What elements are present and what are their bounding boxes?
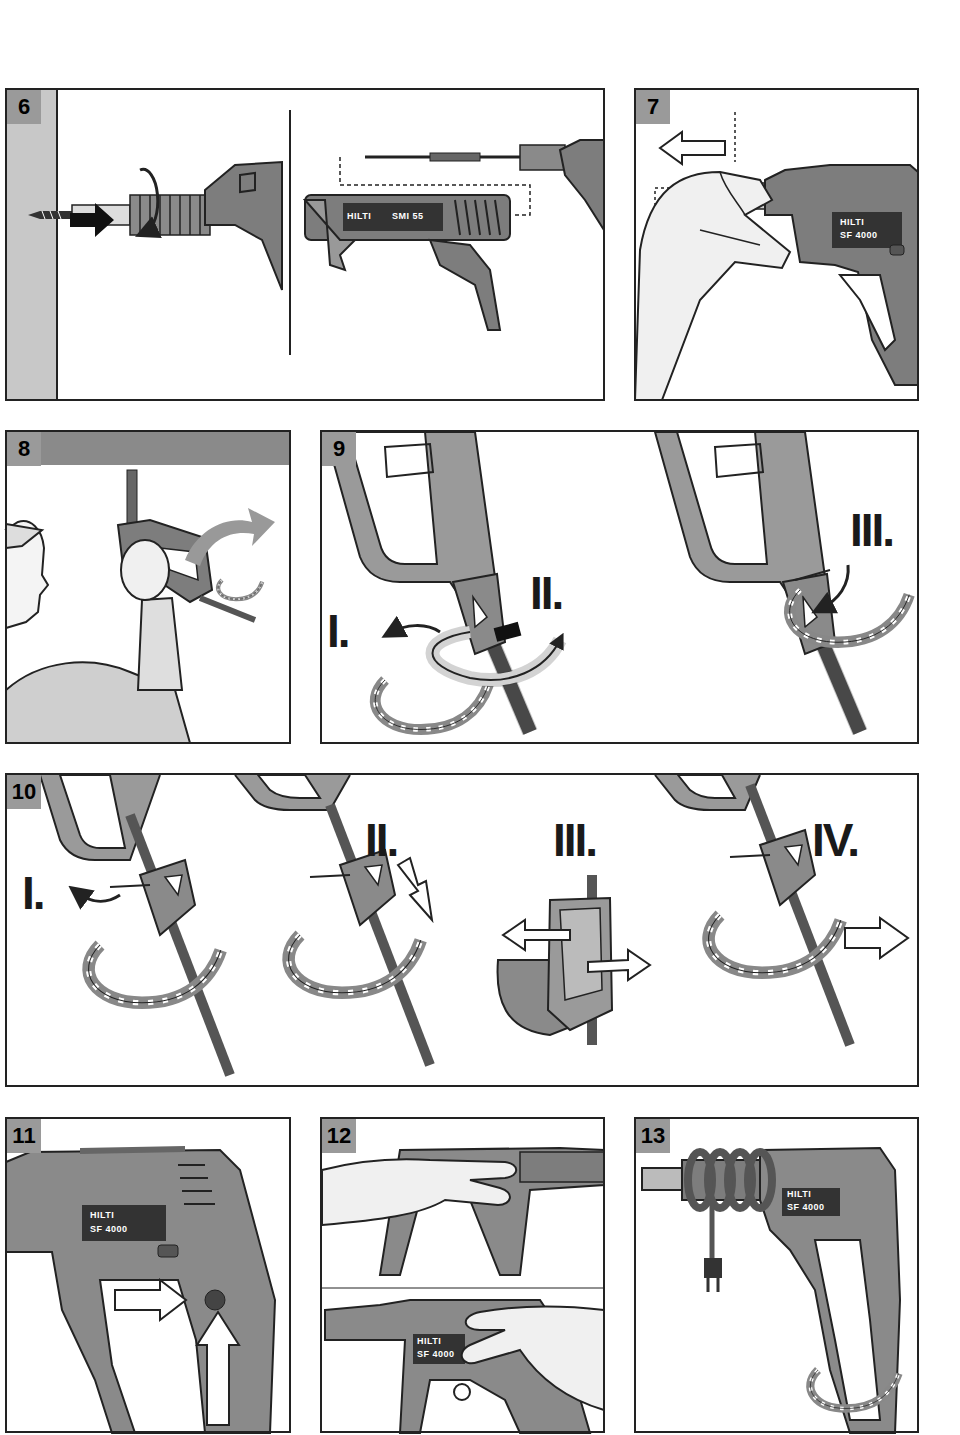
step-numeral: I. [22,870,44,916]
brand-text: HILTI [787,1190,811,1199]
step-number: 9 [322,432,356,466]
step-panel: 11 [5,1117,291,1433]
step-number: 7 [636,90,670,124]
step-number: 11 [7,1119,41,1153]
brand-text: HILTI [417,1337,441,1346]
brand-text: SF 4000 [787,1203,825,1212]
step-numeral: III. [553,817,596,863]
brand-text: HILTI [90,1211,114,1220]
brand-text: HILTI [347,212,371,221]
step-panel: 7 [634,88,919,401]
step-panel: 9 [320,430,919,744]
step-numeral: IV. [812,817,858,863]
step-panel: 8 [5,430,291,744]
brand-text: SF 4000 [840,231,878,240]
brand-text: HILTI [840,218,864,227]
step-numeral: II. [530,570,562,616]
step-number: 6 [7,90,41,124]
step-numeral: III. [850,507,893,553]
step-numeral: I. [327,608,349,654]
brand-text: SMI 55 [392,212,424,221]
step-panel: 10 [5,773,919,1087]
step-number: 12 [322,1119,356,1153]
step-panel: 13 [634,1117,919,1433]
step-panel: 12 [320,1117,605,1433]
step-numeral: II. [365,817,397,863]
step-number: 8 [7,432,41,466]
step-panel: 6 [5,88,605,401]
brand-text: SF 4000 [90,1225,128,1234]
brand-text: SF 4000 [417,1350,455,1359]
step-number: 13 [636,1119,670,1153]
step-number: 10 [7,775,41,809]
